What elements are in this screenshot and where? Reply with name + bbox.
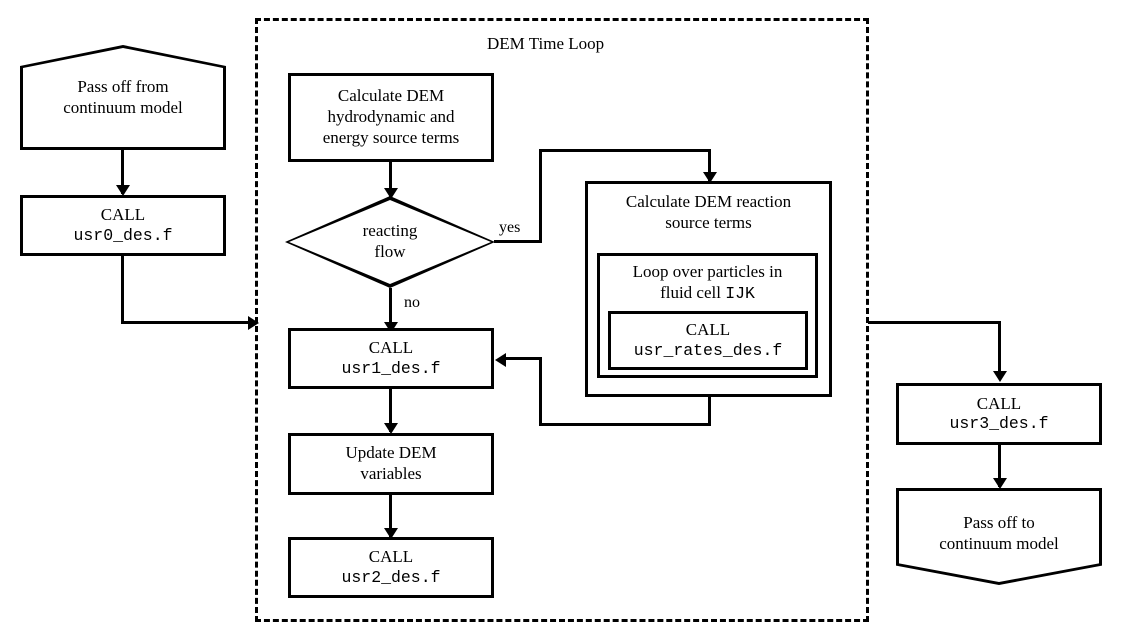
loop-particles-line2-text: fluid cell bbox=[660, 282, 726, 302]
calc-hydro-line1: Calculate DEM bbox=[337, 86, 445, 106]
loop-particles-line2: fluid cell IJK bbox=[600, 283, 815, 304]
connector-passoff-to-usr0 bbox=[121, 150, 124, 194]
node-calculate-dem-hydrodynamic: Calculate DEM hydrodynamic and energy so… bbox=[288, 73, 494, 162]
node-call-usr1: CALL usr1_des.f bbox=[288, 328, 494, 389]
arrowhead-return-into-usr1 bbox=[495, 353, 506, 367]
calc-reaction-line1: Calculate DEM reaction bbox=[625, 192, 792, 211]
arrowhead-update-to-usr2 bbox=[384, 528, 398, 539]
connector-update-to-usr2 bbox=[389, 495, 392, 537]
connector-return-up bbox=[539, 357, 542, 426]
arrowhead-yes-into-reaction bbox=[703, 172, 717, 183]
connector-usr3-to-passoff bbox=[998, 445, 1001, 487]
call-usr1-line2: usr1_des.f bbox=[341, 358, 441, 378]
node-call-usr2: CALL usr2_des.f bbox=[288, 537, 494, 598]
connector-return-into-usr1 bbox=[506, 357, 542, 360]
call-usr3-line1: CALL bbox=[976, 393, 1022, 413]
arrowhead-no-branch bbox=[384, 322, 398, 333]
loop-particles-line1: Loop over particles in bbox=[632, 262, 783, 281]
connector-usr0-down bbox=[121, 256, 124, 324]
node-pass-off-to-continuum: Pass off to continuum model bbox=[896, 488, 1102, 585]
node-update-dem-variables: Update DEM variables bbox=[288, 433, 494, 495]
call-usr3-line2: usr3_des.f bbox=[949, 414, 1049, 434]
node-call-usr-rates: CALL usr_rates_des.f bbox=[608, 311, 808, 370]
edge-label-yes: yes bbox=[499, 219, 521, 236]
call-usr1-line1: CALL bbox=[368, 338, 414, 358]
connector-usr0-right bbox=[121, 321, 251, 324]
arrowhead-usr1-to-update bbox=[384, 423, 398, 434]
node-pass-off-from-continuum: Pass off from continuum model bbox=[20, 45, 226, 150]
connector-yes-up bbox=[539, 149, 542, 243]
connector-loop-exit-right bbox=[868, 321, 1001, 324]
pass-off-from-line2: continuum model bbox=[63, 97, 183, 117]
pass-off-to-line2: continuum model bbox=[939, 533, 1059, 553]
node-call-usr3: CALL usr3_des.f bbox=[896, 383, 1102, 445]
connector-yes-down bbox=[708, 149, 711, 181]
connector-return-down bbox=[708, 397, 711, 426]
connector-yes-right bbox=[494, 240, 542, 243]
arrowhead-usr0-into-loop bbox=[248, 316, 259, 330]
call-usr2-line2: usr2_des.f bbox=[341, 567, 441, 587]
update-dem-line1: Update DEM bbox=[345, 443, 437, 463]
call-usr2-line1: CALL bbox=[368, 547, 414, 567]
call-usr-rates-line2: usr_rates_des.f bbox=[633, 340, 783, 360]
connector-loop-exit-down bbox=[998, 321, 1001, 374]
connector-return-left bbox=[539, 423, 711, 426]
node-call-usr0: CALL usr0_des.f bbox=[20, 195, 226, 256]
calc-reaction-line2: source terms bbox=[665, 212, 752, 232]
calc-hydro-line3: energy source terms bbox=[322, 127, 460, 147]
pass-off-to-line1: Pass off to bbox=[963, 512, 1035, 532]
call-usr0-line2: usr0_des.f bbox=[73, 225, 173, 245]
call-usr0-line1: CALL bbox=[100, 205, 146, 225]
reacting-flow-line2: flow bbox=[374, 242, 406, 261]
arrowhead-hydro-to-diamond bbox=[384, 188, 398, 199]
connector-no-branch bbox=[389, 288, 392, 331]
reacting-flow-line1: reacting bbox=[362, 221, 418, 241]
arrowhead-exit-to-usr3 bbox=[993, 371, 1007, 382]
connector-usr1-to-update bbox=[389, 389, 392, 432]
connector-yes-across bbox=[539, 149, 711, 152]
update-dem-line2: variables bbox=[360, 464, 422, 483]
calc-hydro-line2: hydrodynamic and bbox=[327, 107, 455, 127]
call-usr-rates-line1: CALL bbox=[685, 320, 731, 340]
dem-time-loop-title: DEM Time Loop bbox=[487, 34, 605, 53]
arrowhead-passoff-to-usr0 bbox=[116, 185, 130, 196]
pass-off-from-line1: Pass off from bbox=[77, 76, 169, 96]
loop-particles-ijk: IJK bbox=[725, 283, 755, 303]
edge-label-no: no bbox=[404, 294, 420, 311]
connector-hydro-to-diamond bbox=[389, 162, 392, 198]
arrowhead-usr3-to-passoff bbox=[993, 478, 1007, 489]
